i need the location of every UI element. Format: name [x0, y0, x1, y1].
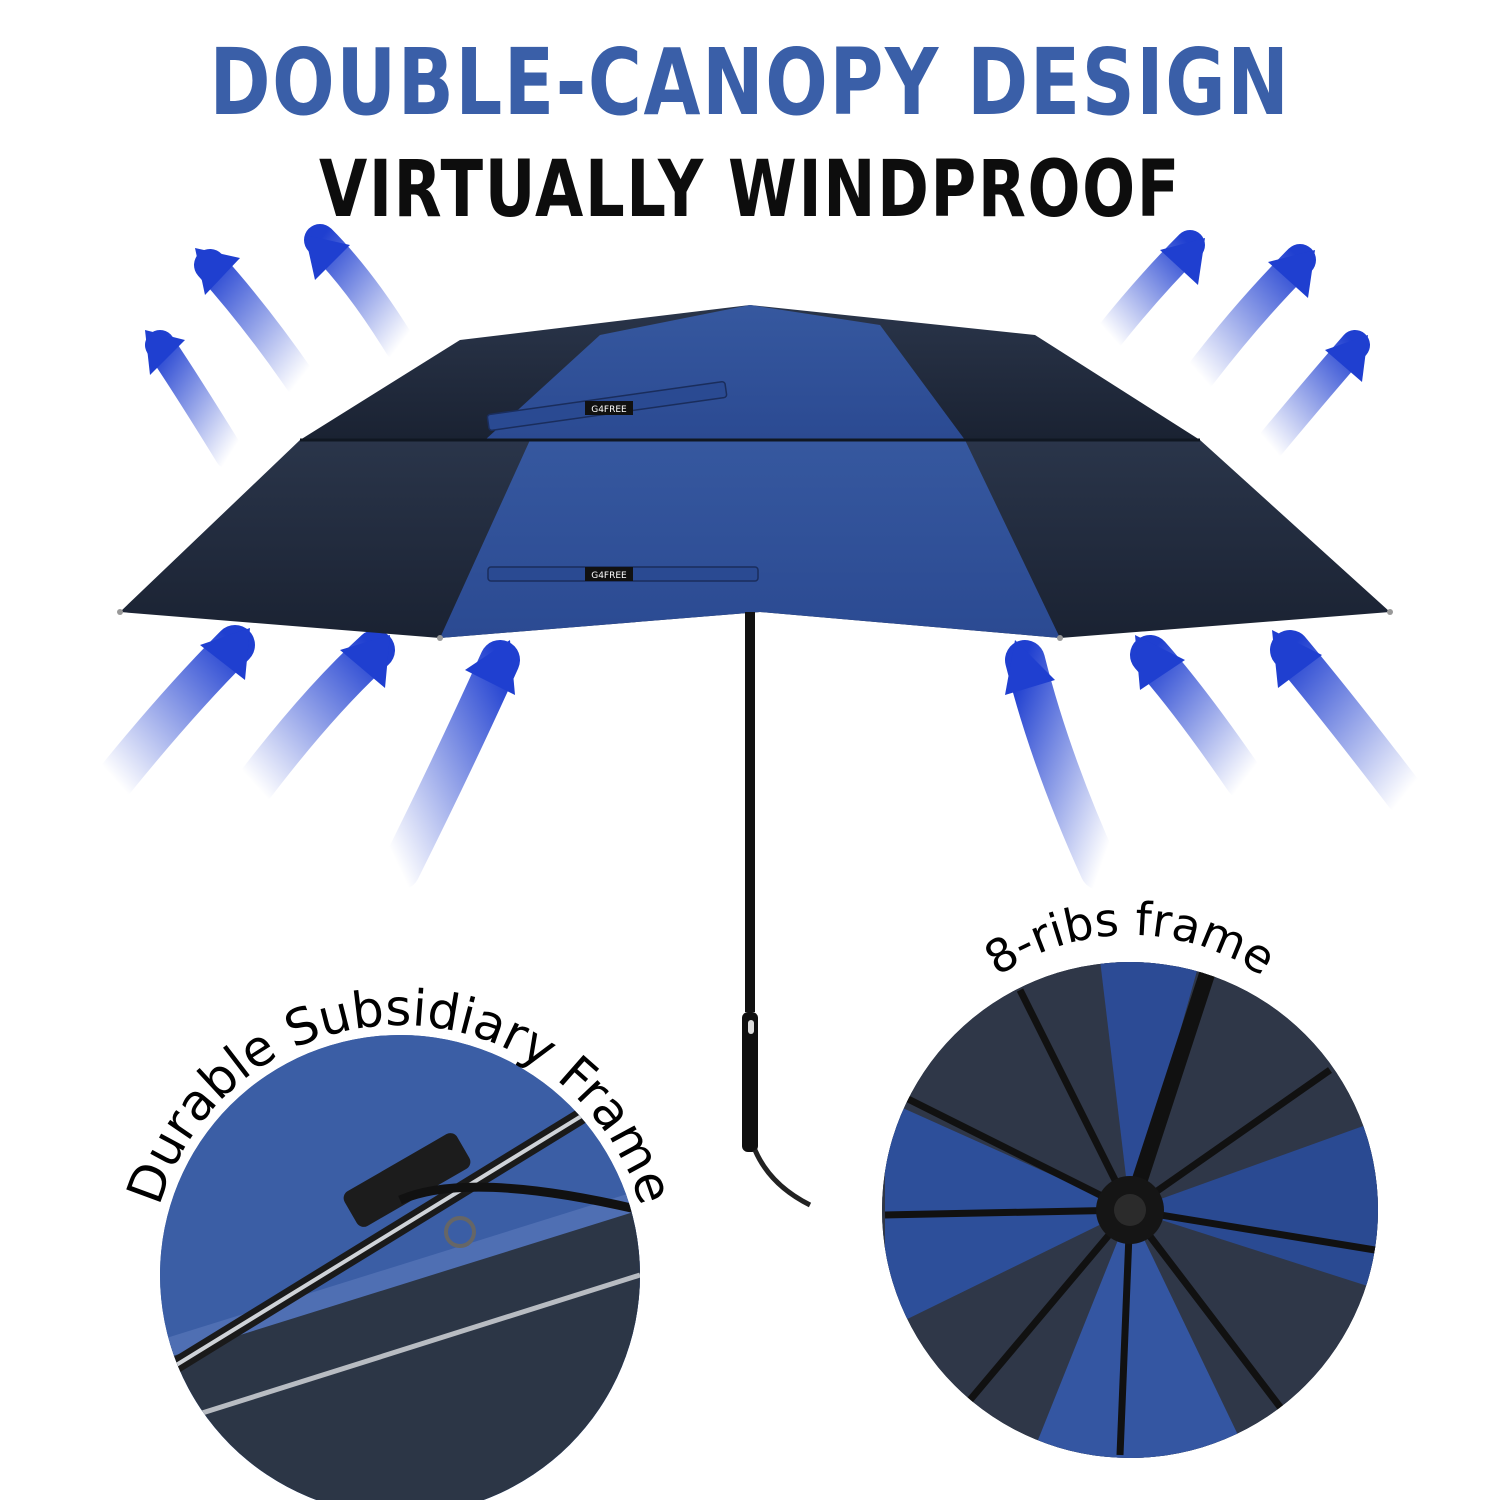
detail-circle-left: Durable Subsidiary Frame [116, 979, 684, 1500]
wind-arrow-icon [145, 330, 245, 470]
brand-label: G4FREE [591, 571, 627, 581]
brand-label: G4FREE [591, 405, 627, 415]
wind-arrow-icon [1130, 635, 1265, 800]
wind-arrow-icon [1184, 244, 1316, 391]
headline: DOUBLE-CANOPY DESIGN [209, 29, 1291, 136]
detail-circle-right: 8-ribs frame [882, 892, 1378, 1458]
wind-arrow-icon [1255, 330, 1370, 460]
wind-arrow-icon [95, 625, 255, 800]
wind-arrow-icon [1270, 630, 1425, 815]
subline: VIRTUALLY WINDPROOF [318, 145, 1182, 235]
wind-arrow-icon [1005, 640, 1120, 890]
umbrella-shaft [742, 612, 812, 1208]
umbrella-canopy: G4FREE G4FREE [117, 305, 1393, 641]
wind-arrow-icon [1095, 230, 1205, 350]
wind-arrow-icon [304, 224, 416, 361]
wind-arrow-icon [380, 640, 520, 890]
wind-arrow-icon [194, 248, 316, 396]
wind-arrow-icon [235, 630, 395, 805]
